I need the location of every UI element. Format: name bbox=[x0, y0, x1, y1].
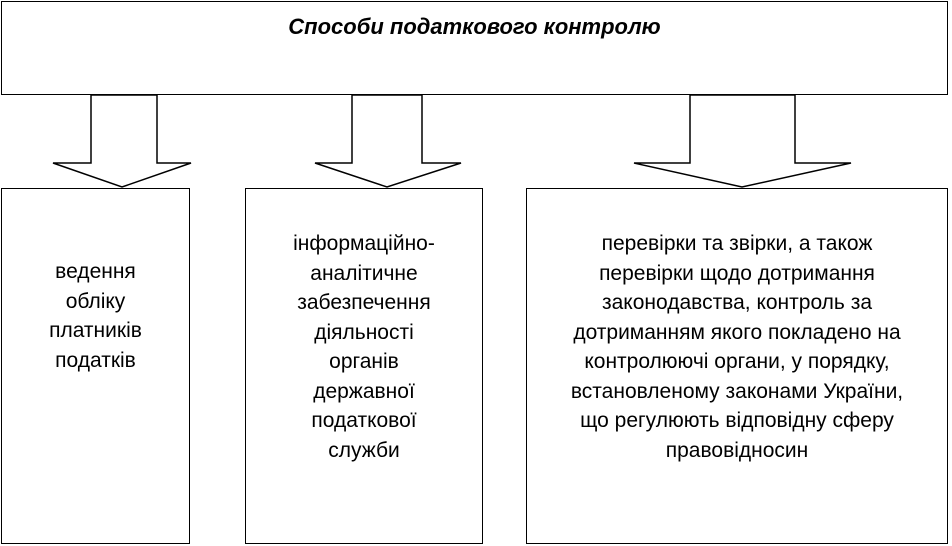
box-info-analytics: інформаційно- аналітичне забезпечення ді… bbox=[245, 188, 483, 544]
arrow-to-box-2 bbox=[314, 94, 462, 188]
top-box: Способи податкового контролю bbox=[1, 1, 948, 95]
box-tax-accounting-text: ведення обліку платників податків bbox=[49, 260, 142, 372]
diagram-title: Способи податкового контролю bbox=[288, 14, 661, 39]
box-inspections-text: перевірки та звірки, а також перевірки щ… bbox=[570, 232, 904, 462]
box-info-analytics-text: інформаційно- аналітичне забезпечення ді… bbox=[293, 232, 435, 462]
box-inspections: перевірки та звірки, а також перевірки щ… bbox=[526, 188, 948, 544]
box-tax-accounting: ведення обліку платників податків bbox=[1, 188, 190, 544]
arrow-to-box-1 bbox=[52, 94, 192, 188]
arrow-to-box-3 bbox=[633, 94, 852, 188]
